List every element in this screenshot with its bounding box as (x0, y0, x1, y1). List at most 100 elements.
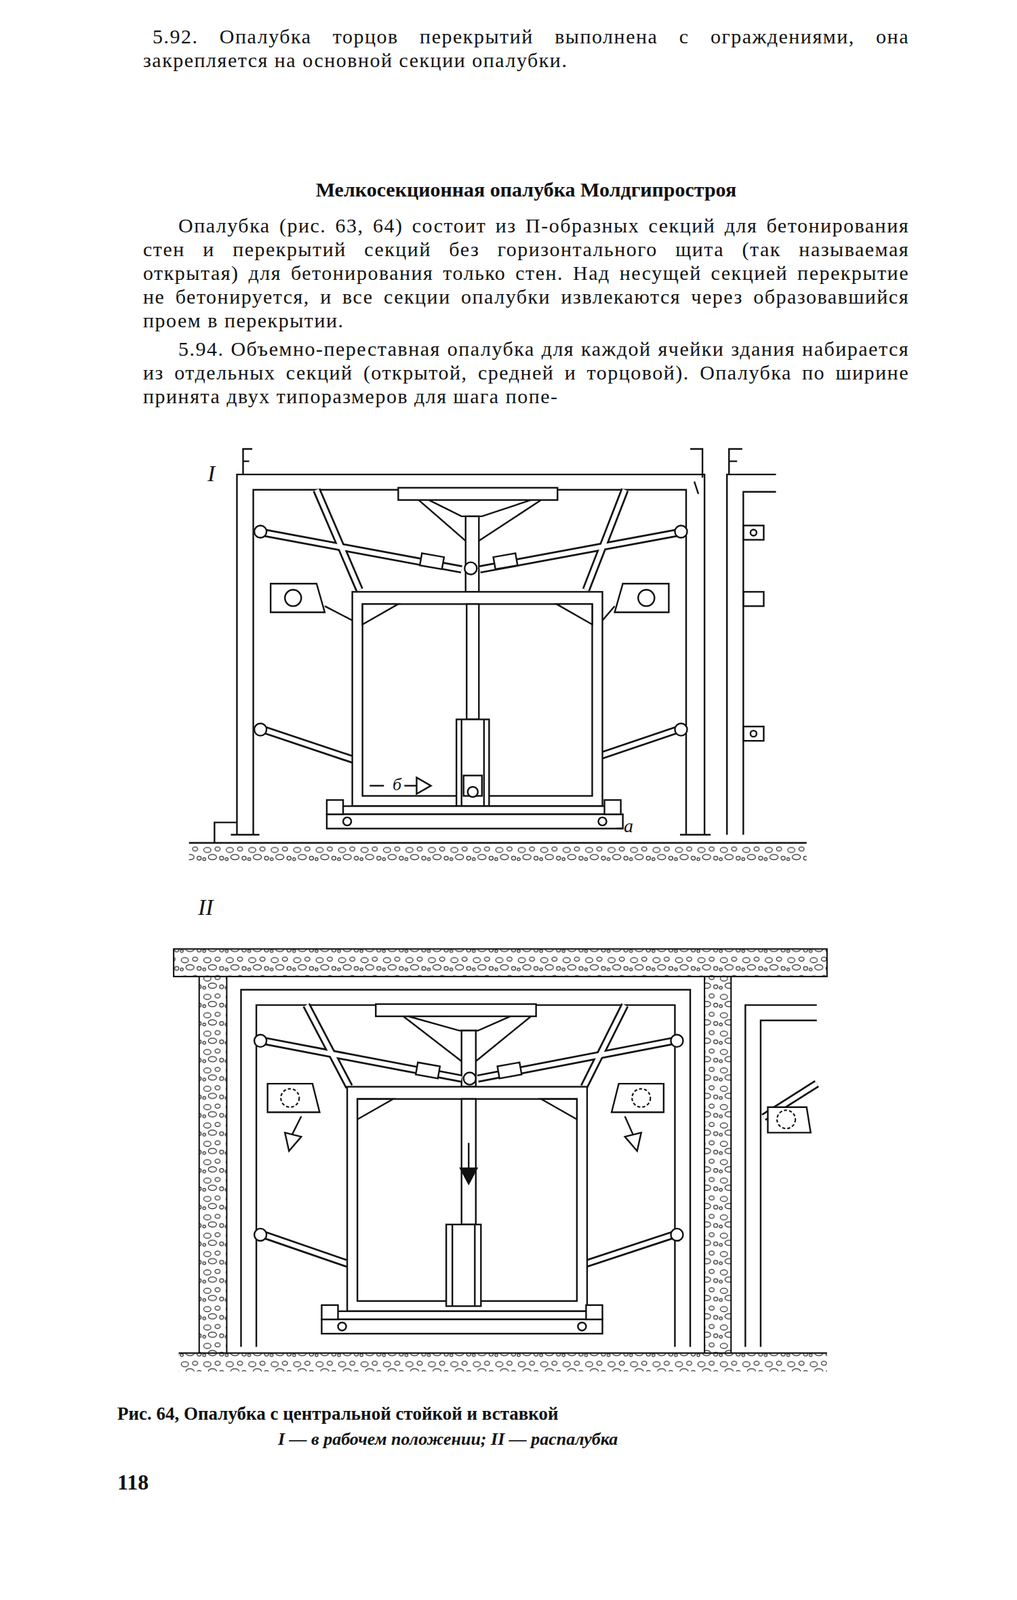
figure-stripping-part (625, 1132, 642, 1152)
figure-working-position-part (674, 525, 687, 538)
figure-number: I (207, 459, 215, 488)
figure-stripping-part (173, 949, 828, 977)
figure-stripping-part (357, 1099, 394, 1121)
figure-caption: Рис. 64, Опалубка с центральной стойкой … (117, 1403, 559, 1426)
figure-working-position-part (189, 843, 807, 862)
figure-working-position-part (750, 730, 757, 737)
figure-working-position-part (326, 814, 624, 830)
figure-stripping-part (467, 1143, 470, 1169)
figure-stripping-part (408, 1017, 511, 1032)
figure-working-position-part (352, 591, 603, 807)
figure-working-position-part (478, 500, 542, 542)
figure-working-position-part (418, 500, 466, 542)
figure-working-position-part (339, 806, 611, 815)
figure-working-position-part (616, 827, 624, 830)
figure-stripping-part (497, 1063, 523, 1080)
figure-working-position-part (674, 724, 687, 737)
figure-stripping-part (776, 1110, 796, 1129)
figure-stripping-part (585, 1305, 603, 1321)
figure-stripping-part (280, 1089, 796, 1130)
figure-stripping-part (284, 1116, 642, 1184)
figure-working-position-part (750, 529, 757, 536)
figure-working-position-part (429, 500, 532, 517)
figure-stripping-part (254, 1035, 267, 1048)
figure-stripping-part (280, 1089, 299, 1108)
figure-stripping-part (631, 1089, 651, 1108)
figure-working-position (189, 449, 807, 862)
figure-working-position-part (602, 606, 615, 621)
figure-working-position-part (230, 833, 711, 836)
figure-working-position-part (189, 449, 807, 844)
figure-stripping-part (760, 1021, 817, 1348)
figure-stripping-part (347, 1087, 588, 1312)
figure-stripping-part (670, 1035, 683, 1048)
figure-working-position-part (556, 604, 593, 625)
section-heading: Мелкосекционная опалубка Молдгипростроя (143, 177, 910, 202)
figure-working-position-part (254, 525, 687, 829)
figure-working-position-part (483, 720, 485, 807)
figure-stripping-part (451, 1225, 453, 1307)
figure-working-position-part (214, 823, 237, 844)
figure-working-position-part (369, 785, 384, 787)
figure-working-position-part (614, 583, 670, 613)
figure-working-position-part (726, 474, 776, 836)
figure-working-position-part (343, 817, 352, 826)
figure-working-position-part (397, 488, 558, 501)
figure-working-position-part (728, 449, 743, 476)
callout-letter: а (623, 814, 634, 839)
figure-working-position-part (465, 516, 480, 592)
figure-stripping-part (415, 1063, 441, 1080)
body-paragraph: 5.92. Опалубка торцов перекрытий выполне… (143, 24, 910, 72)
figure-stripping-part (541, 1099, 577, 1121)
figure-working-position-part (254, 525, 267, 538)
figure-stripping-part (460, 1168, 477, 1185)
figure-working-position-part (284, 589, 302, 607)
figure-stripping-part (292, 1116, 302, 1135)
figure-working-position-part (743, 726, 764, 742)
figure-working-position-part (461, 720, 463, 807)
figure-stripping-part (267, 1084, 321, 1113)
figure-stripping-part (240, 990, 691, 1348)
figure-working-position-part (404, 785, 417, 787)
figure-working-position-part (416, 777, 431, 794)
figure-stripping-part (199, 976, 228, 1355)
figure-working-position-part (419, 553, 445, 570)
figure-working-position-part (464, 562, 477, 575)
body-paragraph: 5.94. Объемно-переставная опалубка для к… (143, 336, 910, 409)
figure-stripping-part (254, 1035, 811, 1335)
figure-working-position-part (324, 606, 353, 621)
figure-working-position-part (189, 842, 807, 845)
figure-stripping-part (336, 1311, 594, 1321)
figure-working-position-part (743, 525, 764, 540)
figure-stripping-part (704, 976, 731, 1355)
figure-stripping-part (475, 1017, 531, 1062)
figure-stripping-part (178, 1353, 828, 1373)
figure-stripping-part (338, 1322, 347, 1331)
figure-stripping-part (321, 1305, 338, 1321)
caption-legend: I — в рабочем положении; II — распалубка (277, 1429, 618, 1451)
figure-working-position-part (243, 449, 253, 476)
figure-working-position-part (637, 589, 655, 607)
figure-working-position-part (743, 591, 764, 607)
figure-stripping (173, 949, 828, 1372)
figure-working-position-part (743, 492, 776, 836)
figure-working-position-part (253, 490, 687, 836)
figure-stripping-part (446, 1225, 481, 1307)
figure-stripping-part (463, 1073, 476, 1086)
figure-working-position-part (456, 720, 489, 807)
figure-stripping-part (321, 1320, 603, 1335)
figure-working-position-part (326, 800, 344, 815)
figure-stripping-part (745, 1005, 817, 1348)
figure-stripping-part (625, 1116, 634, 1135)
figure-working-position-part (466, 604, 479, 720)
figure-working-position-part (254, 724, 267, 737)
figure-working-position-part (236, 474, 705, 836)
figure-stripping-part (178, 990, 828, 1354)
figure-working-position-part (598, 817, 607, 826)
figure-stripping-part (767, 1107, 811, 1134)
figure-stripping-part (577, 1322, 586, 1331)
figure-working-position-part (467, 787, 478, 798)
figure-working-position-part (362, 604, 399, 625)
figure-stripping-part (254, 1229, 267, 1242)
figure-stripping-part (284, 1132, 302, 1152)
